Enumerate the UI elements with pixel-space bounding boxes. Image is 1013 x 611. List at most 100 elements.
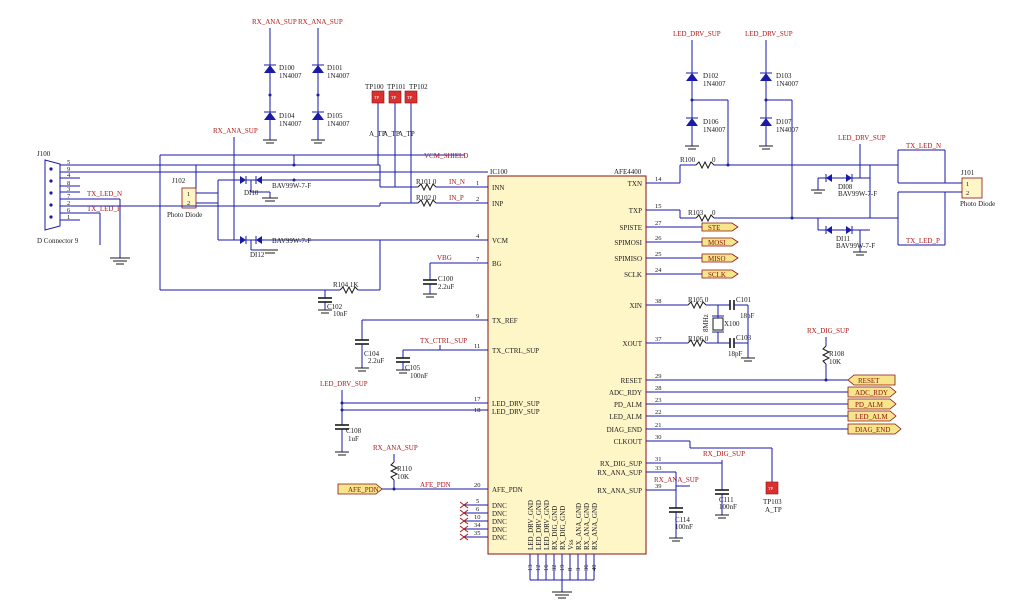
tp-net-label-2: A_TP [383,130,400,138]
connector-j100[interactable]: J100 D Connector 9 5 9 4 8 3 7 2 6 1 [37,150,80,245]
tp102-mark: TP [407,95,413,100]
spi-wires [670,226,702,275]
bpin-name-19: RX_DIG_GND [559,506,567,550]
x100-freq: 8MHz [702,314,710,332]
j102-pin-2: 2 [187,200,190,207]
c101-ref: C101 [736,296,752,304]
net-led-drv-sup-left: LED_DRV_SUP [320,380,368,388]
r103-value: 0 [712,209,716,217]
pin-name-led-drv-sup-18: LED_DRV_SUP [492,408,540,416]
ic-part: AFE4400 [614,168,642,176]
diode-di12[interactable]: BAV99W-7-F DI12 [218,236,464,259]
port-adc-rdy-label: ADC_RDY [855,389,888,397]
diode-d104[interactable]: D104 1N4007 [263,111,302,144]
pin-num-18: 18 [474,407,481,414]
diode-di08[interactable]: LED_DRV_SUP DI08 BAV99W-7-F [811,134,886,218]
pin-num-1: 1 [476,180,479,187]
connector-j102[interactable]: J102 1 2 Photo Diode [167,177,219,240]
pin-num-4: 4 [476,233,480,240]
bpin-name-36: RX_ANA_GND [583,503,591,550]
c108-ref: C108 [346,427,362,435]
r101-ref: R101 [416,178,432,186]
pin-num-33: 33 [655,465,662,472]
port-afe-pdn[interactable]: AFE_PDN [337,483,383,495]
pin-num-10: 10 [474,514,481,521]
pin-num-27: 27 [655,220,662,227]
port-ste[interactable]: STE [701,222,739,232]
j101-ref: J101 [961,169,975,177]
r108-value: 10K [829,358,841,366]
tp101-ref: TP101 [387,83,406,91]
bpin-num-12: 12 [535,565,542,572]
pin-name-vcm: VCM [492,237,509,245]
port-diag-end-label: DIAG_END [855,426,890,434]
pin-name-xin: XIN [630,302,642,310]
diode-d103[interactable]: D103 1N4007 [760,72,799,118]
c108-value: 1uF [348,435,359,443]
port-diag-end[interactable]: DIAG_END [847,423,902,435]
diode-di11[interactable]: DI11 BAV99W-7-F [817,218,875,256]
j100-pin-4: 4 [67,172,71,179]
net-vcm-shield: VCM_SHIELD [424,152,468,160]
bpin-num-32: 32 [551,565,558,572]
diode-stack-right-tap [690,98,793,218]
j100-ref: J100 [37,150,51,158]
port-mosi-label: MOSI [708,239,726,247]
r108-ref: R108 [829,350,845,358]
connector-j101[interactable]: J101 1 2 Photo Diode TX_LED_N TX_LED_P [897,142,995,246]
di08-part: BAV99W-7-F [838,190,877,198]
diode-d101[interactable]: D101 1N4007 [312,64,350,112]
port-pd-alm[interactable]: PD_ALM [847,398,897,410]
pin-name-dnc-5: DNC [492,502,507,510]
bpin-name-3: RX_ANA_GND [575,503,583,550]
port-miso[interactable]: MISO [701,253,739,263]
diode-d107[interactable]: D107 1N4007 [759,117,799,150]
diode-d106[interactable]: D106 1N4007 [685,117,726,150]
diode-di10[interactable]: BAV99W-7-F DI10 [218,176,380,202]
net-in-p: IN_P [449,194,464,202]
diode-d100[interactable]: D100 1N4007 [264,64,302,112]
diode-d105[interactable]: D105 1N4007 [311,111,350,144]
port-sclk-label: SCLK [708,271,726,279]
port-led-alm[interactable]: LED_ALM [847,410,897,422]
pin-num-6: 6 [476,506,480,513]
diode-d102[interactable]: D102 1N4007 [686,72,726,118]
testpoint-tp100[interactable]: TP [371,90,385,165]
j100-pin-1: 1 [67,214,70,221]
c104-value: 2.2uF [368,357,384,365]
net-led-drv-sup-top2: LED_DRV_SUP [745,30,793,38]
net-rx-dig-sup-r108: RX_DIG_SUP [807,327,849,335]
diode-stack-tap [268,93,320,97]
reset-section: RX_DIG_SUP R108 10K [670,327,849,430]
port-sclk[interactable]: SCLK [701,269,739,279]
bpin-name-13: LED_DRV_GND [527,500,535,550]
d105-part: 1N4007 [327,120,350,128]
r105-label: R105 0 [688,296,709,304]
j100-desc: D Connector 9 [37,237,79,245]
testpoint-tp102[interactable]: TP [404,90,418,203]
tp100-ref: TP100 [365,83,384,91]
inn-inp-routing: R101 0 IN_N R102 0 IN_P [80,155,465,208]
net-rx-ana-sup-top1: RX_ANA_SUP [252,18,297,26]
net-afe-pdn: AFE_PDN [420,481,451,489]
j102-pin-1: 1 [187,191,190,198]
r106-label: R106 0 [688,335,709,343]
testpoints-top: TP100 TP101 TP102 [365,83,428,91]
ic-ref: IC100 [490,168,508,176]
vcm-filter: R104 1K C102 10nF [318,240,381,318]
rx-ana-sup-top: RX_ANA_SUP RX_ANA_SUP [252,18,343,65]
c111-ref: C111 [719,496,734,504]
port-mosi[interactable]: MOSI [701,237,739,247]
txref-filter: C104 2.2uF [355,319,464,372]
j100-pin-8: 8 [67,180,70,187]
ic-afe4400[interactable]: IC100 AFE4400 [487,168,647,555]
testpoint-tp101[interactable]: TP [388,90,402,187]
r105-ref: R105 [688,296,704,304]
pin-name-bg: BG [492,260,502,268]
port-reset[interactable]: RESET [847,374,896,386]
port-adc-rdy[interactable]: ADC_RDY [847,386,897,398]
r105-value: 0 [705,296,709,304]
port-afe-pdn-label: AFE_PDN [348,486,379,494]
pin-name-rx-ana-sup-33: RX_ANA_SUP [597,469,642,477]
testpoint-tp103[interactable]: TP TP103 A_TP [763,481,782,514]
